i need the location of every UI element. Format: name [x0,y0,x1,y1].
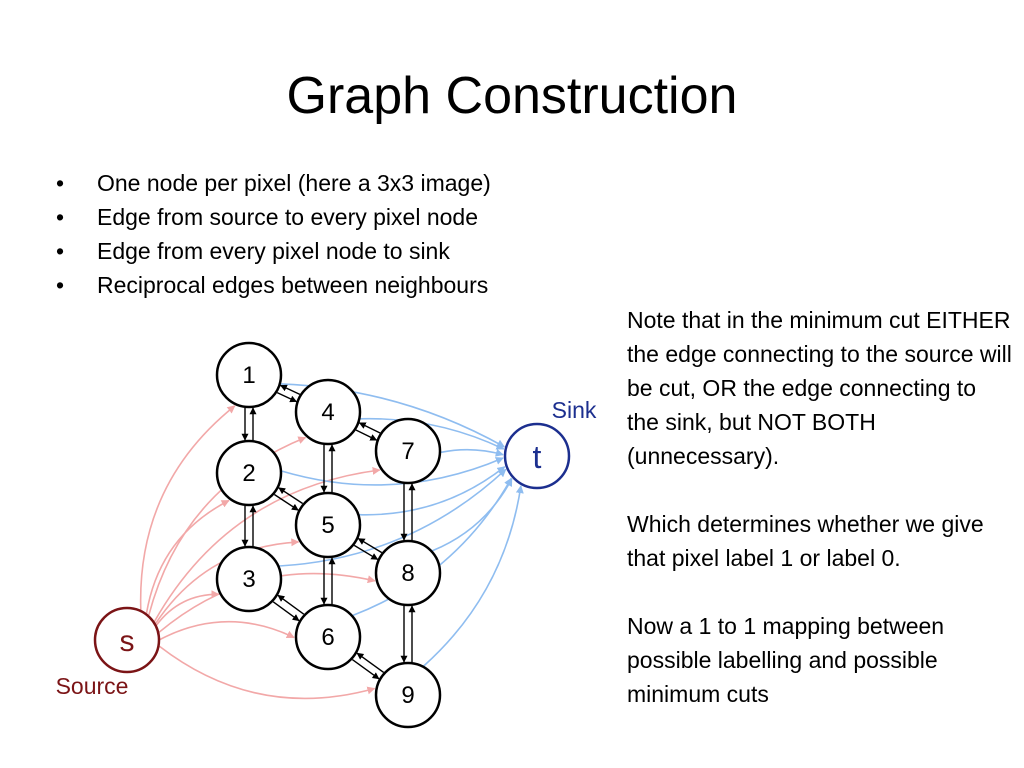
pixel-node-label: 3 [242,566,255,593]
sink-edge [440,448,504,457]
source-edges [139,405,381,700]
pixel-node-circle [215,439,283,507]
source-label: Source [56,673,129,699]
sink-edge [423,485,524,667]
pixel-node-circle [374,417,442,485]
source-edge [155,590,220,626]
bullet-text: Edge from source to every pixel node [97,204,478,230]
note-paragraph: Which determines whether we give that pi… [627,511,984,571]
neighbour-edges [241,384,416,680]
pixel-node-label: 7 [401,438,414,465]
source-edge [153,466,381,622]
neighbour-edge [276,391,298,403]
neighbour-edge [353,544,379,561]
neighbour-edge [278,487,304,505]
note-paragraph: Note that in the minimum cut EITHER the … [627,307,1012,469]
pixel-node: 6 [294,603,362,671]
pixel-node: 1 [215,341,283,409]
bullet-dot: • [56,238,65,264]
source-edge [159,620,295,641]
sink-edge [360,417,505,450]
pixel-node: 3 [215,545,283,613]
pixel-node-circle [215,545,283,613]
pixel-node-circle [374,661,442,729]
source-node: s Source [56,606,161,699]
bullet-item: • Edge from source to every pixel node [56,200,491,234]
bullet-item: • One node per pixel (here a 3x3 image) [56,166,491,200]
pixel-node-circle [294,378,362,446]
source-edge [154,538,300,625]
sink-edge [281,457,504,486]
bullet-item: • Reciprocal edges between neighbours [56,268,491,302]
pixel-node: 8 [374,539,442,607]
pixel-nodes: 1 2 3 4 5 6 7 8 9 [215,341,442,729]
pixel-node-circle [374,539,442,607]
neighbour-edge [357,537,383,554]
sink-edges [279,383,524,667]
source-symbol: s [120,625,135,658]
source-edge [158,645,376,700]
slide-title: Graph Construction [286,67,738,125]
bullet-text: Edge from every pixel node to sink [97,238,450,264]
bullet-dot: • [56,272,65,298]
neighbour-edge [277,594,305,615]
pixel-node-label: 4 [321,399,334,426]
pixel-node-label: 1 [242,362,255,389]
neighbour-edge [273,493,299,511]
pixel-node: 7 [374,417,442,485]
bullet-item: • Edge from every pixel node to sink [56,234,491,268]
pixel-node: 9 [374,661,442,729]
sink-edge [432,478,513,552]
neighbour-edge [272,601,300,622]
pixel-node: 5 [294,491,362,559]
pixel-node-label: 5 [321,512,334,539]
pixel-node: 4 [294,378,362,446]
sink-symbol: t [533,439,542,475]
bullet-list: • One node per pixel (here a 3x3 image) •… [56,166,491,302]
neighbour-edge [351,659,380,680]
note-paragraph: Now a 1 to 1 mapping between possible la… [627,613,945,707]
pixel-node: 2 [215,439,283,507]
bullet-dot: • [56,204,65,230]
graph-diagram: 1 2 3 4 5 6 7 8 9 s Source t Sink [56,341,597,729]
bullet-text: One node per pixel (here a 3x3 image) [97,170,491,196]
pixel-node-label: 9 [401,682,414,709]
neighbour-edge [279,384,301,396]
bullet-text: Reciprocal edges between neighbours [97,272,489,298]
pixel-node-label: 6 [321,624,334,651]
pixel-node-circle [294,603,362,671]
neighbour-edge [355,429,378,441]
sink-node: t Sink [503,397,597,490]
bullet-dot: • [56,170,65,196]
pixel-node-circle [294,491,362,559]
pixel-node-label: 2 [242,460,255,487]
sink-label: Sink [552,397,597,423]
neighbour-edge [356,652,385,673]
pixel-node-label: 8 [401,560,414,587]
sink-edge [359,466,506,516]
source-edge [145,499,230,614]
source-edge [148,436,307,616]
source-edge [139,405,236,611]
pixel-node-circle [215,341,283,409]
neighbour-edge [358,422,381,434]
note-text: Note that in the minimum cut EITHER the … [627,303,1012,711]
